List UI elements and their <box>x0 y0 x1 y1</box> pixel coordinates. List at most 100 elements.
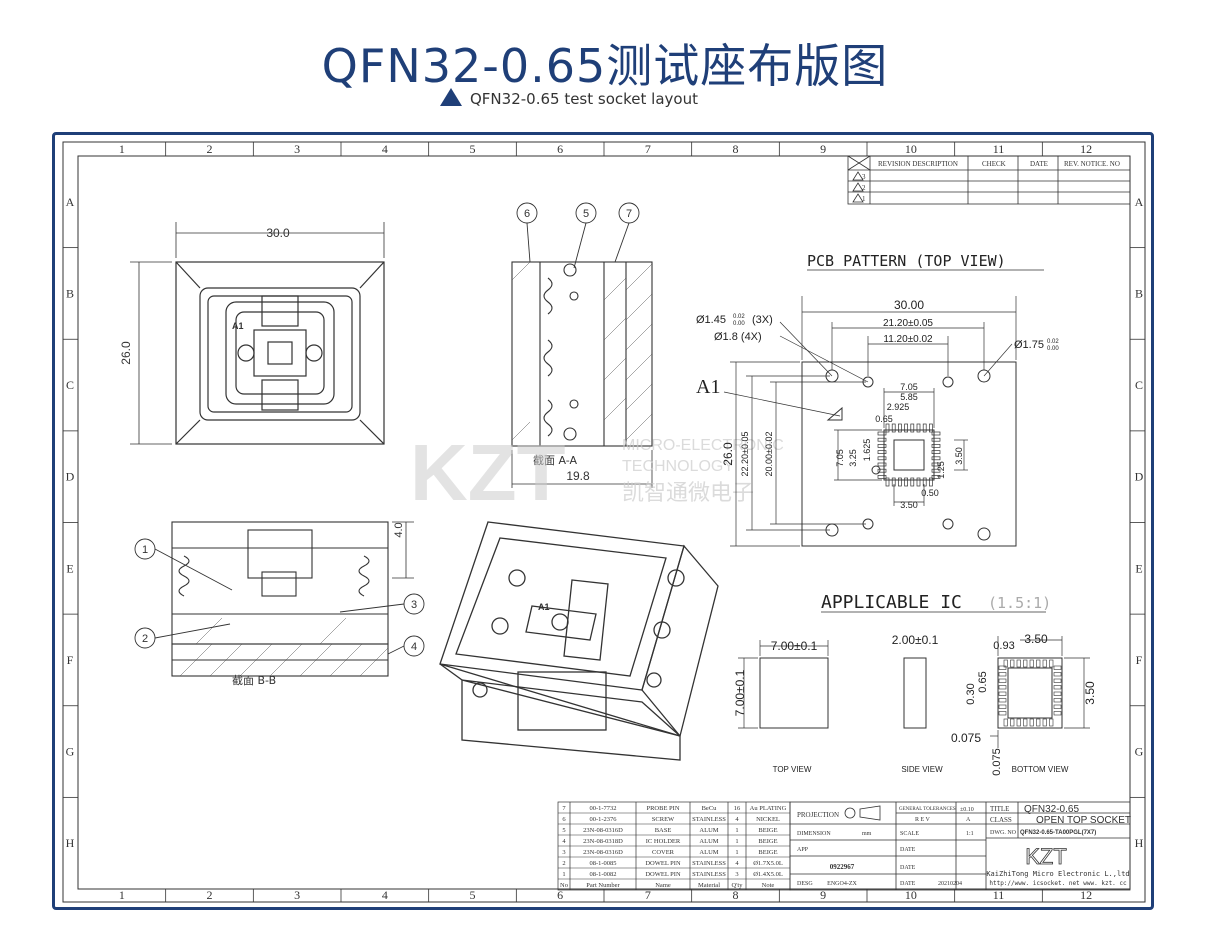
ic-bottom-093: 0.93 <box>993 640 1014 652</box>
bom-cell: 6 <box>562 816 566 823</box>
ic-pad <box>1053 685 1062 690</box>
grid-row-label-right: D <box>1135 470 1144 484</box>
pcb-dim-hole3-tol-dn: 0.00 <box>1047 346 1059 352</box>
bom-cell: 00-1-2376 <box>589 816 617 823</box>
top-view-width-dim: 30.0 <box>266 226 290 240</box>
section-bb <box>171 521 389 677</box>
pcb-dim-v-350: 3.50 <box>954 447 964 465</box>
section-aa-label: 截面 A-A <box>533 453 578 467</box>
tb-web: http://www. icsocket. net www. kzt. cc <box>989 880 1127 887</box>
bom-cell: 1 <box>735 827 738 834</box>
tb-rev-label: R E V <box>915 817 931 823</box>
pcb-pad <box>910 423 915 433</box>
balloon-6: 6 <box>524 208 530 220</box>
bom-cell: DOWEL PIN <box>645 860 681 867</box>
ic-dims <box>738 636 1090 748</box>
page-title: QFN32-0.65测试座布版图 <box>321 39 889 93</box>
ic-pad <box>1053 691 1062 696</box>
tb-projection: PROJECTION <box>797 811 839 819</box>
tb-dwg-label: DWG. NO <box>990 830 1017 836</box>
ic-top-dim-w: 7.00±0.1 <box>771 639 818 653</box>
top-view-height-dim: 26.0 <box>119 341 133 365</box>
drawing-frame <box>52 132 1154 910</box>
ic-pad <box>1016 659 1021 668</box>
top-view-a1-marker: A1 <box>232 321 244 331</box>
tb-date2: DATE <box>900 865 916 871</box>
balloon-1: 1 <box>142 544 148 556</box>
bom-cell: 1 <box>735 838 738 845</box>
pcb-dim-inner-span: 11.20±0.02 <box>883 334 933 345</box>
tb-scale-label: SCALE <box>900 831 919 837</box>
pcb-dim-hole1-tol-up: 0.02 <box>733 314 745 320</box>
ic-pad <box>1049 659 1054 668</box>
tb-dimension: DIMENSION <box>797 831 831 837</box>
tb-date3: DATE <box>900 881 916 887</box>
bom-cell: PROBE PIN <box>646 805 679 812</box>
bom-header-cell: Part Number <box>586 882 620 889</box>
ic-top-view <box>759 657 829 729</box>
ic-views <box>759 657 1063 729</box>
bom-cell: NICKEL <box>756 816 780 823</box>
bom-cell: 7 <box>562 805 566 812</box>
bom-cell: Ø1.4X5.0L <box>753 871 783 878</box>
bom-cell: STAINLESS <box>692 860 726 867</box>
iso-a1-marker: A1 <box>538 602 550 612</box>
pcb-pattern-title: PCB PATTERN (TOP VIEW) <box>807 252 1006 270</box>
ic-pad <box>998 698 1007 703</box>
pcb-pad <box>877 468 887 473</box>
pcb-pad <box>922 423 927 433</box>
rev-mark-3: 3 <box>862 173 866 181</box>
tb-date1: DATE <box>900 847 916 853</box>
pcb-pad <box>929 423 933 433</box>
ic-pad <box>1053 704 1062 709</box>
bom-cell: BeCu <box>702 805 718 812</box>
tb-app: APP <box>797 847 809 853</box>
pcb-pad <box>904 477 908 487</box>
grid-row-label-right: H <box>1135 836 1144 850</box>
ic-pad <box>1003 718 1008 727</box>
bom-cell: BEIGE <box>758 838 777 845</box>
bom-cell: 23N-08-0318D <box>583 838 623 845</box>
top-view-dims <box>130 222 385 445</box>
rev-header-desc: REVISION DESCRIPTION <box>878 160 958 168</box>
bom-header-cell: Q'ty <box>732 882 744 889</box>
grid-row-label-right: A <box>1135 195 1144 209</box>
pcb-dim-h-inner: 20.00±0.02 <box>764 432 774 477</box>
pcb-dim-v-705: 7.05 <box>835 449 845 467</box>
pcb-dim-v-325: 3.25 <box>848 449 858 467</box>
grid-row-label-left: G <box>66 745 75 759</box>
pcb-pad <box>931 431 941 436</box>
pcb-pad <box>877 475 887 479</box>
ic-pad <box>1053 665 1062 670</box>
balloon-5: 5 <box>583 208 589 220</box>
ic-side-dim: 2.00±0.1 <box>892 633 939 647</box>
pcb-pad <box>898 423 902 433</box>
pcb-dim-hole1-tol-dn: 0.00 <box>733 321 745 327</box>
applicable-ic-scale: (1.5:1) <box>988 594 1051 612</box>
tb-company: KaiZhiTong Micro Electronic L.,ltd <box>986 870 1129 878</box>
bom-cell: Ø1.7X5.0L <box>753 860 783 867</box>
pcb-pattern-view <box>801 361 1017 547</box>
pcb-pads <box>877 423 941 487</box>
pcb-pad <box>877 444 887 448</box>
applicable-ic-title: APPLICABLE IC <box>821 592 962 613</box>
pcb-pad <box>877 462 887 467</box>
bom-cell: 00-1-7732 <box>589 805 616 812</box>
pcb-dim-hole3: Ø1.75 <box>1014 339 1044 351</box>
section-bb-hatch <box>179 617 389 677</box>
grid-col-label-bottom: 9 <box>820 888 826 902</box>
bom-cell: 1 <box>735 849 738 856</box>
bom-cell: ALUM <box>699 827 718 834</box>
pcb-pad <box>916 477 921 487</box>
socket-isometric <box>439 521 719 761</box>
balloon-3: 3 <box>411 599 417 611</box>
bom-cell: BEIGE <box>758 849 777 856</box>
bom-cell: 1 <box>562 871 565 878</box>
ic-pad <box>998 665 1007 670</box>
ic-pad <box>1029 659 1034 668</box>
grid-col-label-top: 5 <box>470 142 476 156</box>
grid-col-label-top: 12 <box>1080 142 1092 156</box>
balloon-7: 7 <box>626 208 632 220</box>
